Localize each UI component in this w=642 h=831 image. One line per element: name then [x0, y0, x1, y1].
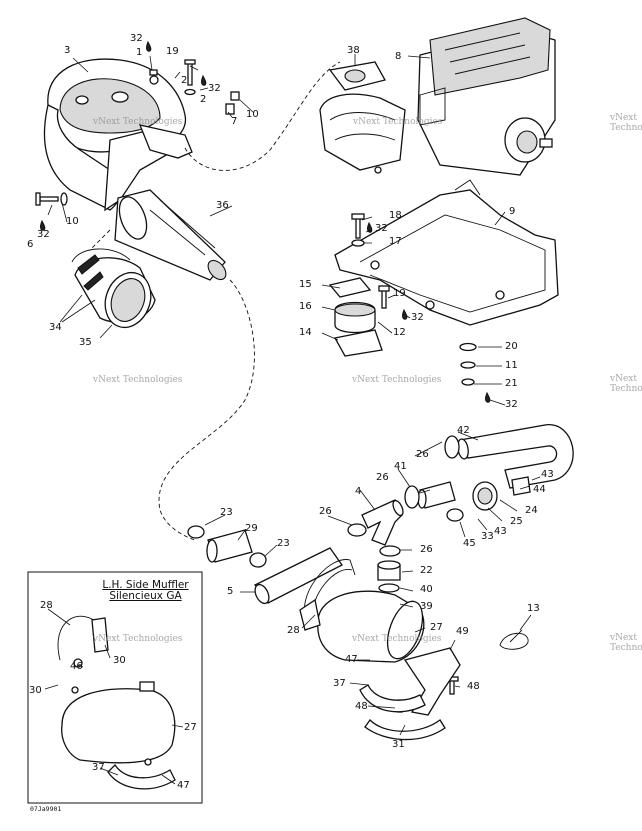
callout-5: 5: [227, 586, 234, 597]
callout-48: 48: [467, 681, 480, 692]
callout-4: 4: [355, 486, 362, 497]
callout-30: 30: [113, 655, 126, 666]
callout-26: 26: [319, 506, 332, 517]
callout-32: 32: [130, 33, 143, 44]
callout-48: 48: [355, 701, 368, 712]
watermark: vNext Technologies: [610, 633, 642, 653]
callout-22: 22: [420, 565, 433, 576]
callout-32: 32: [208, 83, 221, 94]
watermark: vNext Technologies: [93, 375, 183, 385]
callout-20: 20: [505, 341, 518, 352]
watermark: vNext Technologies: [352, 634, 442, 644]
callout-24: 24: [525, 505, 538, 516]
callout-2: 2: [181, 75, 188, 86]
watermark: vNext Technologies: [353, 117, 443, 127]
callout-15: 15: [299, 279, 312, 290]
callout-34: 34: [49, 322, 62, 333]
inset-title-french: Silencieux GA: [109, 590, 182, 602]
watermark: vNext Technologies: [352, 375, 442, 385]
cone-pipe: [114, 189, 227, 281]
callout-14: 14: [299, 327, 312, 338]
callout-38: 38: [347, 45, 360, 56]
engine-support: [334, 179, 559, 326]
callout-23: 23: [277, 538, 290, 549]
callout-23: 23: [220, 507, 233, 518]
callout-46: 46: [70, 661, 83, 672]
callout-44: 44: [533, 484, 546, 495]
muffler-bracket: [359, 647, 461, 741]
callout-13: 13: [527, 603, 540, 614]
engine: [417, 17, 556, 176]
callout-31: 31: [392, 739, 405, 750]
callout-3: 3: [64, 45, 71, 56]
callout-25: 25: [510, 516, 523, 527]
callout-9: 9: [509, 206, 516, 217]
callout-29: 29: [245, 523, 258, 534]
callout-7: 7: [231, 116, 238, 127]
watermark: vNext Technologies: [93, 634, 183, 644]
inset-title-english: L.H. Side Muffler: [102, 579, 189, 591]
watermark: vNext Technologies: [610, 374, 642, 394]
drawing-code: 07Ja9901: [30, 805, 62, 813]
callout-18: 18: [389, 210, 402, 221]
watermark: vNext Technologies: [610, 113, 642, 133]
callout-26: 26: [376, 472, 389, 483]
callout-30: 30: [29, 685, 42, 696]
callout-32: 32: [375, 223, 388, 234]
callout-47: 47: [345, 654, 358, 665]
muffler: [299, 559, 425, 663]
hose-clamps: [187, 435, 531, 568]
inset-box: [27, 571, 203, 804]
callout-28: 28: [40, 600, 53, 611]
tie-strap: [499, 629, 529, 650]
callout-10: 10: [66, 216, 79, 227]
callout-8: 8: [395, 51, 402, 62]
callout-32: 32: [411, 312, 424, 323]
callout-12: 12: [393, 327, 406, 338]
callout-47: 47: [177, 780, 190, 791]
callout-6: 6: [27, 239, 34, 250]
tuned-pipe: [43, 58, 193, 212]
callout-49: 49: [456, 626, 469, 637]
callout-17: 17: [389, 236, 402, 247]
callout-40: 40: [420, 584, 433, 595]
callout-41: 41: [394, 461, 407, 472]
callout-37: 37: [333, 678, 346, 689]
callout-27: 27: [430, 622, 443, 633]
callout-26: 26: [416, 449, 429, 460]
callout-37: 37: [92, 762, 105, 773]
callout-27: 27: [184, 722, 197, 733]
callout-19: 19: [393, 288, 406, 299]
leader-lines: [44, 54, 541, 785]
callout-26: 26: [420, 544, 433, 555]
callout-19: 19: [166, 46, 179, 57]
callout-35: 35: [79, 337, 92, 348]
callout-43: 43: [541, 469, 554, 480]
callout-28: 28: [287, 625, 300, 636]
callout-1: 1: [136, 47, 143, 58]
callout-42: 42: [457, 425, 470, 436]
reference-lines: [89, 61, 341, 541]
rubber-mount: [328, 277, 383, 357]
exhaust-sleeve: [71, 248, 156, 329]
callout-43: 43: [494, 526, 507, 537]
adhesive-drops: [40, 40, 491, 403]
callout-32: 32: [37, 229, 50, 240]
callout-36: 36: [216, 200, 229, 211]
callout-45: 45: [463, 538, 476, 549]
callout-21: 21: [505, 378, 518, 389]
watermark: vNext Technologies: [93, 117, 183, 127]
callout-39: 39: [420, 601, 433, 612]
callout-11: 11: [505, 360, 518, 371]
callout-10: 10: [246, 109, 259, 120]
exhaust-manifold: [319, 61, 406, 174]
callout-2: 2: [200, 94, 207, 105]
callout-32: 32: [505, 399, 518, 410]
callout-16: 16: [299, 301, 312, 312]
callout-33: 33: [481, 531, 494, 542]
water-lift-pipes: [206, 424, 574, 605]
